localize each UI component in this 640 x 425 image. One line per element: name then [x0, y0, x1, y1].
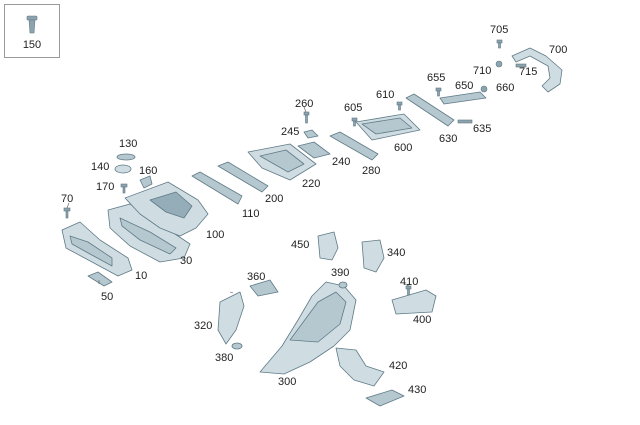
callout-200: 200	[265, 193, 284, 205]
callout-600: 600	[394, 142, 413, 154]
part-605-bolt[interactable]	[351, 117, 358, 127]
part-450-bracket[interactable]	[317, 231, 339, 261]
callout-660: 660	[496, 82, 515, 94]
callout-170: 170	[96, 181, 115, 193]
callout-70: 70	[61, 193, 74, 205]
callout-630: 630	[439, 133, 458, 145]
part-280-rail[interactable]	[329, 131, 379, 161]
part-110-rail[interactable]	[191, 171, 243, 205]
part-200-rail[interactable]	[217, 161, 269, 193]
callout-705: 705	[490, 24, 509, 36]
part-260-bolt[interactable]	[303, 111, 310, 124]
callout-715: 715	[519, 66, 538, 78]
callout-400: 400	[413, 314, 432, 326]
part-10-floor-panel[interactable]	[61, 221, 133, 277]
callout-420: 420	[389, 360, 408, 372]
part-50-bracket[interactable]	[87, 271, 113, 287]
callout-605: 605	[344, 102, 363, 114]
callout-240: 240	[332, 156, 351, 168]
callout-650: 650	[455, 80, 474, 92]
part-650-bracket[interactable]	[439, 91, 487, 105]
callout-10: 10	[135, 270, 148, 282]
legend-box-150: 150	[4, 4, 60, 58]
callout-340: 340	[387, 247, 406, 259]
callout-110: 110	[242, 208, 260, 220]
callout-360: 360	[247, 271, 266, 283]
part-170-bolt[interactable]	[120, 183, 128, 194]
callout-635: 635	[473, 123, 492, 135]
callout-160: 160	[139, 165, 158, 177]
part-655-bolt[interactable]	[435, 87, 442, 97]
part-130-plug[interactable]	[116, 153, 136, 161]
callout-50: 50	[101, 291, 114, 303]
part-360-bracket[interactable]	[249, 279, 279, 297]
part-630-rail[interactable]	[405, 93, 455, 127]
part-220-floor-panel[interactable]	[247, 143, 317, 181]
part-700-crossmember[interactable]	[511, 47, 563, 93]
callout-300: 300	[278, 376, 297, 388]
part-635-bolt[interactable]	[457, 119, 473, 124]
callout-100: 100	[206, 229, 225, 241]
callout-260: 260	[295, 98, 314, 110]
part-390-plug[interactable]	[338, 281, 348, 289]
part-300-wheelhouse[interactable]	[259, 281, 357, 375]
part-600-floor-panel[interactable]	[355, 113, 421, 141]
callout-130: 130	[119, 138, 138, 150]
clip-fastener-icon	[26, 15, 38, 34]
part-320-panel[interactable]	[217, 291, 245, 345]
callout-610: 610	[376, 89, 395, 101]
callout-710: 710	[473, 65, 492, 77]
part-100-tunnel[interactable]	[124, 181, 209, 237]
callout-380: 380	[215, 352, 234, 364]
part-140-plug[interactable]	[114, 164, 132, 174]
part-340-panel[interactable]	[361, 239, 385, 273]
part-420-panel[interactable]	[335, 347, 385, 387]
part-430-panel[interactable]	[365, 389, 405, 407]
leader-lines	[66, 106, 410, 294]
part-240-bracket[interactable]	[297, 141, 331, 159]
part-380-plug[interactable]	[231, 342, 243, 350]
callout-655: 655	[427, 72, 446, 84]
callout-30: 30	[180, 255, 193, 267]
part-660-clip[interactable]	[480, 85, 488, 93]
callout-700: 700	[549, 44, 568, 56]
callout-280: 280	[362, 165, 381, 177]
part-245-bracket[interactable]	[303, 129, 319, 139]
callout-430: 430	[408, 384, 427, 396]
part-400-rail[interactable]	[391, 289, 437, 315]
callout-410: 410	[400, 276, 419, 288]
part-715-bolt[interactable]	[515, 63, 527, 68]
callout-390: 390	[331, 267, 350, 279]
part-610-bolt[interactable]	[396, 101, 403, 111]
callout-220: 220	[302, 178, 321, 190]
callout-320: 320	[194, 320, 213, 332]
legend-label: 150	[22, 39, 42, 51]
callout-140: 140	[91, 161, 110, 173]
part-705-bolt[interactable]	[496, 39, 503, 49]
callout-450: 450	[291, 239, 310, 251]
part-160-bracket[interactable]	[139, 175, 153, 189]
part-70-bolt[interactable]	[63, 207, 71, 219]
callout-245: 245	[281, 126, 300, 138]
part-710-clip[interactable]	[495, 60, 503, 68]
